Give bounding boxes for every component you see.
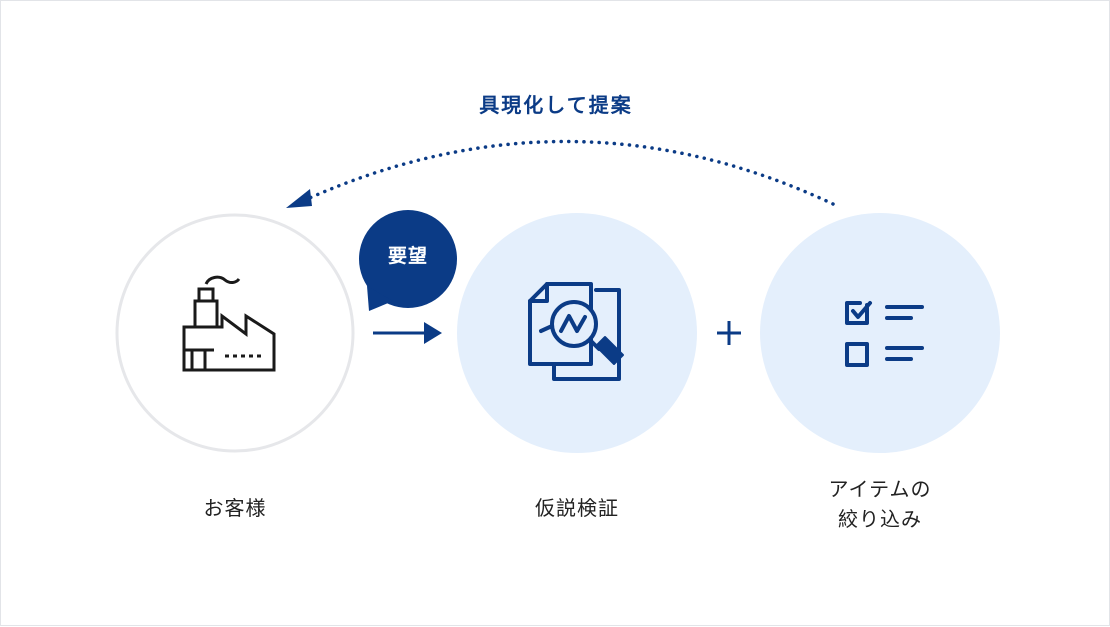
request-bubble-label: 要望 — [387, 245, 428, 267]
feedback-arrowhead — [286, 189, 312, 208]
factory-icon — [182, 275, 276, 372]
feedback-arc — [303, 139, 835, 206]
narrowing-label: アイテムの 絞り込み — [828, 477, 932, 531]
feedback-label: 具現化して提案 — [479, 93, 633, 117]
customer-label: お客様 — [203, 496, 267, 520]
checklist-icon — [845, 301, 924, 367]
document-magnifier-icon — [528, 282, 624, 381]
verification-label: 仮説検証 — [535, 496, 619, 520]
plus-sign — [717, 321, 741, 345]
narrowing-circle — [760, 213, 1000, 453]
request-arrowhead — [424, 322, 442, 344]
request-bubble — [359, 210, 457, 311]
customer-circle — [115, 213, 355, 453]
